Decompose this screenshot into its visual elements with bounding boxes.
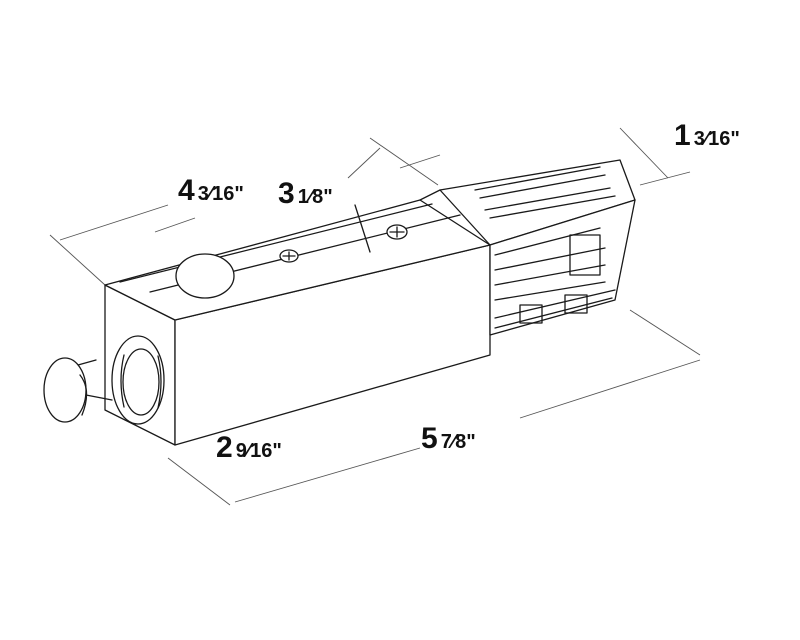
dimension-height-fraction: 9⁄16" <box>235 440 282 462</box>
dimension-total-length-fraction: 7⁄8" <box>440 431 476 453</box>
dimension-height-whole: 2 <box>216 431 233 464</box>
dimension-length-b-whole: 3 <box>278 177 295 210</box>
dimension-length-b-fraction: 1⁄8" <box>297 186 333 208</box>
screw-right <box>386 224 408 240</box>
housing-body <box>104 189 491 446</box>
dimension-length-a-fraction: 3⁄16" <box>197 183 244 205</box>
dimension-width-fraction: 3⁄16" <box>693 128 740 150</box>
track-adapter <box>439 159 636 336</box>
end-cap <box>43 357 113 423</box>
dimension-total-length-whole: 5 <box>421 422 438 455</box>
dimension-width-whole: 1 <box>674 119 691 152</box>
knockout-hole <box>175 253 235 299</box>
front-opening <box>111 335 165 425</box>
dimension-length-a-whole: 4 <box>178 174 195 207</box>
screw-center <box>279 249 299 263</box>
